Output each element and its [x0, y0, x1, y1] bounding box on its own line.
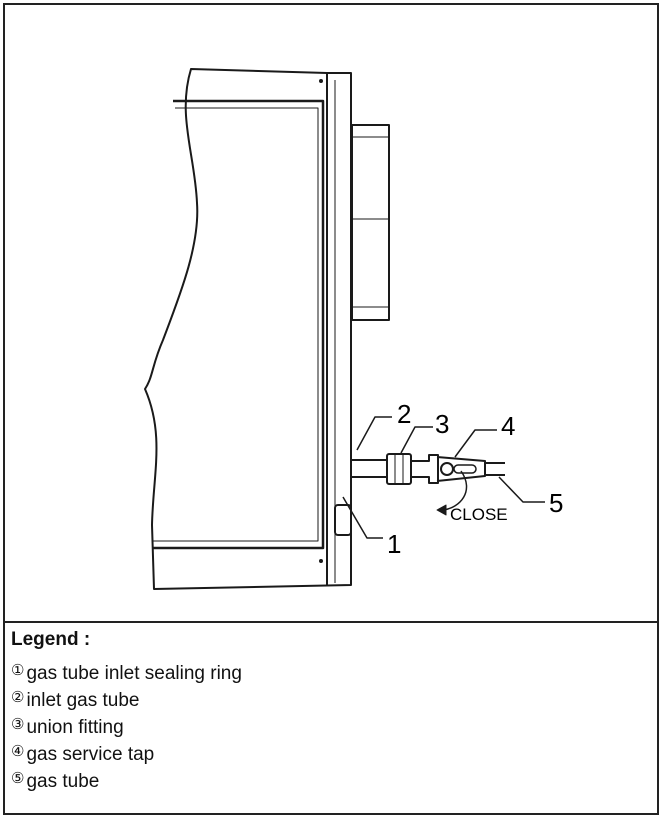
- technical-drawing: 2 3 4 5 1 CLOSE: [5, 5, 657, 621]
- sealing-ring-nut: [334, 504, 352, 536]
- callout-5: 5: [549, 488, 563, 518]
- legend-number: ④: [11, 743, 25, 760]
- mounting-dot: [319, 559, 323, 563]
- mounting-dot: [319, 79, 323, 83]
- body-cutaway-outline: [144, 68, 352, 590]
- gas-service-tap: [411, 454, 439, 484]
- leader-line-1: [342, 496, 383, 539]
- leader-line-3: [400, 426, 433, 454]
- leader-line-4: [454, 429, 497, 458]
- callout-1: 1: [387, 529, 401, 559]
- legend-text: gas tube inlet sealing ring: [26, 663, 242, 684]
- callout-4: 4: [501, 411, 515, 441]
- legend-title: Legend :: [11, 629, 91, 650]
- legend-text: gas tube: [26, 771, 100, 792]
- legend-text: gas service tap: [26, 744, 155, 765]
- appliance-side-view: 2 3 4 5 1 CLOSE: [144, 68, 563, 590]
- callout-3: 3: [435, 409, 449, 439]
- inner-panel-edge: [153, 99, 325, 550]
- leader-line-5: [498, 476, 545, 503]
- close-arrowhead: [436, 504, 447, 516]
- legend-number: ①: [11, 662, 25, 679]
- close-arrow-path: [442, 470, 468, 511]
- leader-line-2: [356, 416, 392, 451]
- legend-number: ⑤: [11, 770, 25, 787]
- close-label: CLOSE: [450, 505, 508, 524]
- union-fitting: [386, 453, 412, 485]
- legend-text: inlet gas tube: [26, 690, 140, 711]
- legend-text: union fitting: [26, 717, 124, 738]
- flue-collar: [351, 124, 390, 321]
- legend-number: ③: [11, 716, 25, 733]
- tap-lever: [436, 456, 486, 482]
- callout-2: 2: [397, 399, 411, 429]
- legend-number: ②: [11, 689, 25, 706]
